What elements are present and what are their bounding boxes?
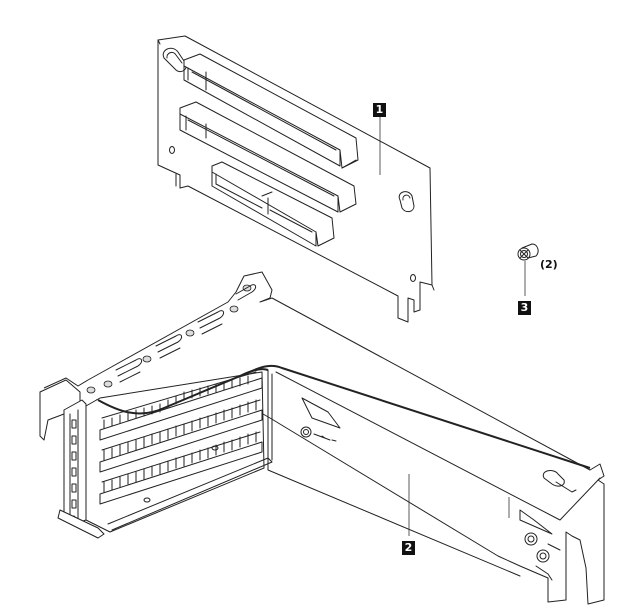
vent-rows — [99, 371, 263, 505]
riser-cage-illustration — [39, 271, 605, 605]
callout-2: 2 — [402, 541, 415, 555]
screw-illustration — [517, 243, 539, 261]
callout-3: 3 — [518, 301, 531, 315]
callout-1: 1 — [373, 103, 386, 117]
riser-card-illustration — [157, 35, 435, 323]
quantity-label: (2) — [540, 258, 558, 271]
